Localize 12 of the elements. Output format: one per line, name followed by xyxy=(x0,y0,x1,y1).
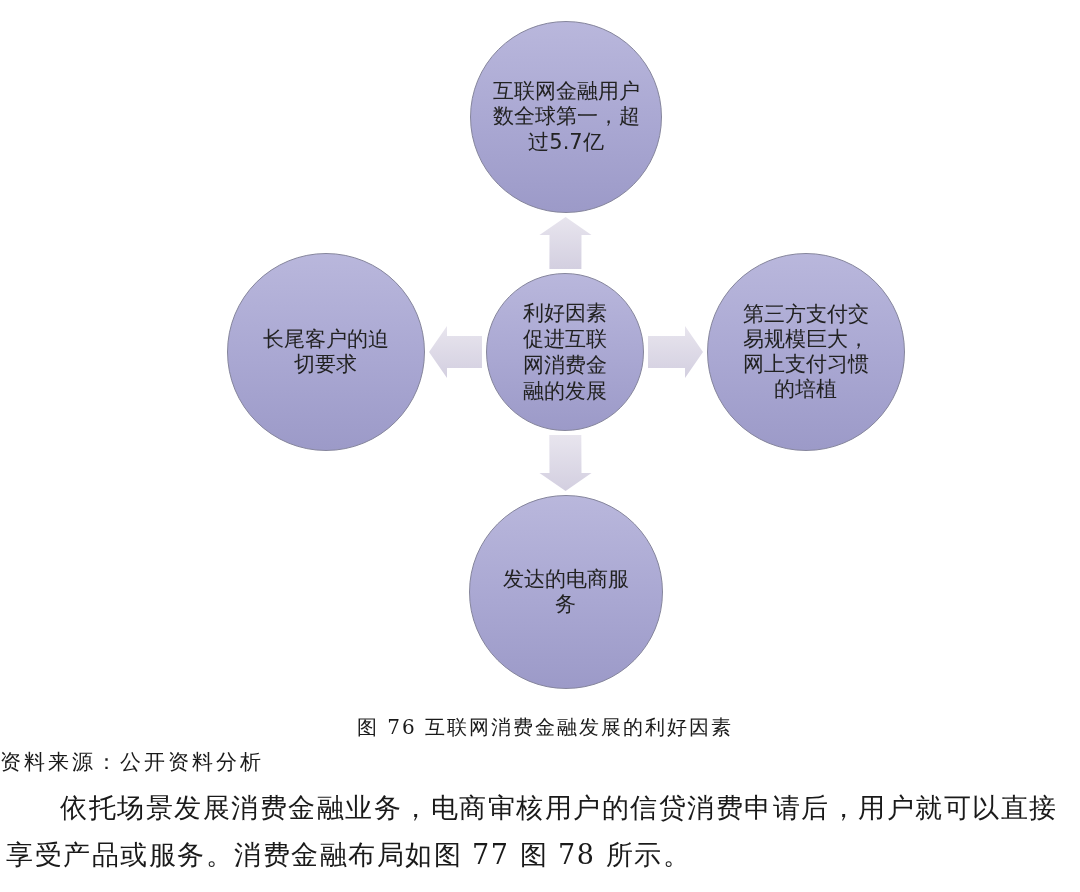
block-arrow xyxy=(429,326,482,378)
source-note: 资料来源：公开资料分析 xyxy=(0,749,264,776)
figure-caption: 图 76 互联网消费金融发展的利好因素 xyxy=(355,714,735,741)
circle-label: 互联网金融用户数全球第一，超过5.7亿 xyxy=(492,79,640,155)
circle-label: 第三方支付交易规模巨大，网上支付习惯的培植 xyxy=(742,301,870,403)
body-paragraph: 依托场景发展消费金融业务，电商审核用户的信贷消费申请后，用户就可以直接享受产品或服务。消费金融布局如图 77 图 78 所示。 xyxy=(6,791,1059,872)
block-arrow xyxy=(648,326,703,378)
circle-label: 长尾客户的迫切要求 xyxy=(262,326,390,378)
circle-label: 利好因素促进互联网消费金融的发展 xyxy=(522,299,608,405)
circle-label: 发达的电商服务 xyxy=(502,566,630,618)
block-arrow xyxy=(539,434,592,491)
block-arrow xyxy=(539,217,592,270)
